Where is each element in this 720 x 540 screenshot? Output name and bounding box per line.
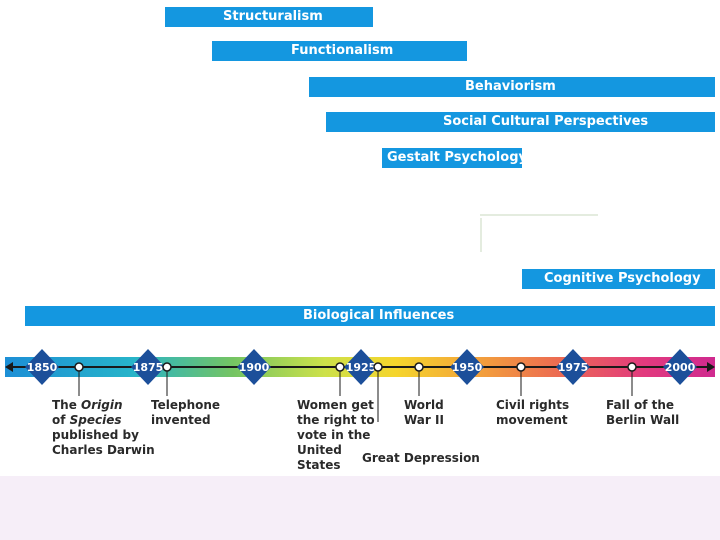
event-dot-great-depression xyxy=(373,362,383,372)
tick-marker-1975: 1975 xyxy=(556,349,590,385)
era-bar-gestalt: Gestalt Psychology xyxy=(382,148,522,168)
era-bar-functionalism: Functionalism xyxy=(212,41,467,61)
event-ww2: World War II xyxy=(404,398,444,427)
era-bar-social-cultural: Social Cultural Perspectives xyxy=(326,112,715,132)
tick-label-1850: 1850 xyxy=(27,361,58,374)
event-dot-women-vote xyxy=(335,362,345,372)
event-dot-ww2 xyxy=(414,362,424,372)
event-berlin-wall: Fall of the Berlin Wall xyxy=(606,398,680,427)
event-dot-darwin xyxy=(74,362,84,372)
tick-label-1975: 1975 xyxy=(558,361,589,374)
event-telephone: Telephone invented xyxy=(151,398,221,427)
tick-label-2000: 2000 xyxy=(665,361,696,374)
tick-marker-2000: 2000 xyxy=(663,349,697,385)
event-darwin: The Origin of Species published by Charl… xyxy=(52,398,155,457)
leader-great-depression-ext xyxy=(377,396,379,422)
tick-marker-1875: 1875 xyxy=(131,349,165,385)
timeline: 1850 1875 1900 1925 1950 1975 2000 xyxy=(5,349,715,400)
event-women-vote: Women get the right to vote in the Unite… xyxy=(297,398,375,472)
tick-label-1950: 1950 xyxy=(452,361,483,374)
tick-marker-1950: 1950 xyxy=(450,349,484,385)
era-label-functionalism: Functionalism xyxy=(291,43,394,58)
tick-label-1875: 1875 xyxy=(133,361,164,374)
era-label-behaviorism: Behaviorism xyxy=(465,79,556,94)
event-dot-berlin-wall xyxy=(627,362,637,372)
faint-mark-horizontal xyxy=(480,214,598,216)
era-label-biological: Biological Influences xyxy=(303,308,455,323)
era-label-gestalt: Gestalt Psychology xyxy=(387,150,522,165)
era-label-structuralism: Structuralism xyxy=(223,9,323,24)
timeline-left-arrow xyxy=(5,362,13,372)
tick-marker-1900: 1900 xyxy=(237,349,271,385)
event-dot-telephone xyxy=(162,362,172,372)
era-label-cognitive: Cognitive Psychology xyxy=(544,271,701,286)
tick-label-1925: 1925 xyxy=(346,361,377,374)
tick-label-1900: 1900 xyxy=(239,361,270,374)
tick-marker-1925: 1925 xyxy=(344,349,378,385)
era-label-social-cultural: Social Cultural Perspectives xyxy=(443,114,649,129)
event-dot-civil-rights xyxy=(516,362,526,372)
era-bar-structuralism: Structuralism xyxy=(165,7,373,27)
faint-mark-vertical xyxy=(480,218,482,252)
bottom-band xyxy=(0,476,720,540)
timeline-right-arrow xyxy=(707,362,715,372)
event-great-depression: Great Depression xyxy=(362,451,480,465)
tick-marker-1850: 1850 xyxy=(25,349,59,385)
era-bar-biological: Biological Influences xyxy=(25,306,715,326)
era-bar-behaviorism: Behaviorism xyxy=(309,77,715,97)
era-bar-cognitive: Cognitive Psychology xyxy=(522,269,715,289)
event-civil-rights: Civil rights movement xyxy=(496,398,570,427)
